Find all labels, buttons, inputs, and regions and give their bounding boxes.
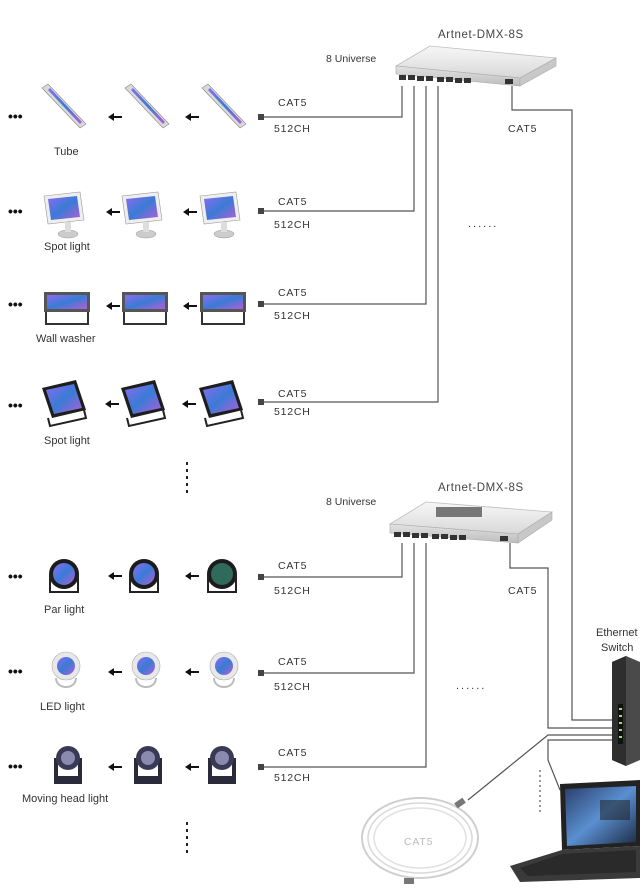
- flood-spot-light-icon: [42, 380, 245, 428]
- row-3-channels: 512CH: [274, 310, 311, 322]
- row-7-cable: CAT5: [278, 747, 307, 759]
- fixture-row-flood-spot-light: ••• Spot light: [8, 380, 245, 447]
- row-4-cable: CAT5: [278, 388, 307, 400]
- fixture-row-spot-light: ••• Spot lig: [8, 191, 241, 253]
- row-6-cable: CAT5: [278, 656, 307, 668]
- row-2-more: •••: [8, 203, 23, 219]
- row-7-more: •••: [8, 758, 23, 774]
- continuation-2: ......: [456, 680, 486, 692]
- artnet-dmx-box-1-icon: [394, 45, 558, 87]
- controller-1-uplink-label: CAT5: [508, 123, 537, 135]
- cat5-cable-coil-icon: CAT5: [361, 797, 479, 884]
- par-light-icon: [49, 559, 237, 593]
- row-6-more: •••: [8, 663, 23, 679]
- fixture-row-wall-washer: ••• Wall washer: [8, 292, 246, 345]
- arrow-icon: [106, 208, 197, 216]
- cable-labels: CAT5 512CH CAT5 512CH CAT5 512CH CAT5 51…: [274, 97, 311, 784]
- wall-washer-icon: [44, 292, 246, 325]
- row-4-more: •••: [8, 397, 23, 413]
- row-7-label: Moving head light: [22, 793, 108, 805]
- fixture-row-par-light: ••• Par light: [8, 559, 237, 616]
- row-5-more: •••: [8, 568, 23, 584]
- row-1-more: •••: [8, 108, 23, 124]
- arrow-icon: [106, 302, 197, 310]
- controller-1: Artnet-DMX-8S 8 Universe CAT5: [326, 29, 558, 135]
- fixture-row-led-light: ••• LED light: [8, 651, 239, 713]
- tube-light-icon: [41, 83, 247, 129]
- row-6-channels: 512CH: [274, 681, 311, 693]
- controller-1-name: Artnet-DMX-8S: [438, 29, 524, 41]
- led-light-icon: [51, 651, 239, 688]
- arrow-icon: [108, 763, 199, 771]
- arrow-icon: [105, 400, 196, 408]
- controller-1-universe: 8 Universe: [326, 53, 376, 65]
- switch-label-line2: Switch: [601, 642, 633, 654]
- arrow-icon: [108, 572, 199, 580]
- continuation-1: ......: [468, 218, 498, 230]
- vertical-ellipsis-icon: [186, 462, 188, 853]
- cable-coil-label: CAT5: [404, 836, 433, 848]
- wires: [258, 86, 612, 812]
- laptop-icon: [510, 780, 640, 882]
- row-1-label: Tube: [54, 146, 79, 158]
- row-4-channels: 512CH: [274, 406, 311, 418]
- row-5-cable: CAT5: [278, 560, 307, 572]
- row-2-label: Spot light: [44, 241, 90, 253]
- artnet-dmx-box-2-icon: [388, 501, 554, 544]
- moving-head-light-icon: [54, 746, 236, 784]
- controller-2: Artnet-DMX-8S 8 Universe CAT5: [326, 482, 554, 597]
- row-3-cable: CAT5: [278, 287, 307, 299]
- row-2-channels: 512CH: [274, 219, 311, 231]
- row-2-cable: CAT5: [278, 196, 307, 208]
- ethernet-switch-icon: [612, 656, 640, 766]
- spot-light-icon: [43, 191, 241, 239]
- ethernet-switch: Ethernet Switch: [596, 627, 640, 766]
- fixture-row-tube: ••• Tube: [8, 83, 247, 158]
- row-4-label: Spot light: [44, 435, 90, 447]
- row-5-label: Par light: [44, 604, 84, 616]
- row-5-channels: 512CH: [274, 585, 311, 597]
- controller-2-universe: 8 Universe: [326, 496, 376, 508]
- row-1-channels: 512CH: [274, 123, 311, 135]
- arrow-icon: [108, 113, 199, 121]
- row-1-cable: CAT5: [278, 97, 307, 109]
- arrow-icon: [108, 668, 199, 676]
- controller-2-uplink-label: CAT5: [508, 585, 537, 597]
- row-3-label: Wall washer: [36, 333, 96, 345]
- row-6-label: LED light: [40, 701, 85, 713]
- fixture-row-moving-head-light: ••• Moving h: [8, 746, 236, 805]
- switch-label-line1: Ethernet: [596, 627, 638, 639]
- controller-2-name: Artnet-DMX-8S: [438, 482, 524, 494]
- row-3-more: •••: [8, 296, 23, 312]
- row-7-channels: 512CH: [274, 772, 311, 784]
